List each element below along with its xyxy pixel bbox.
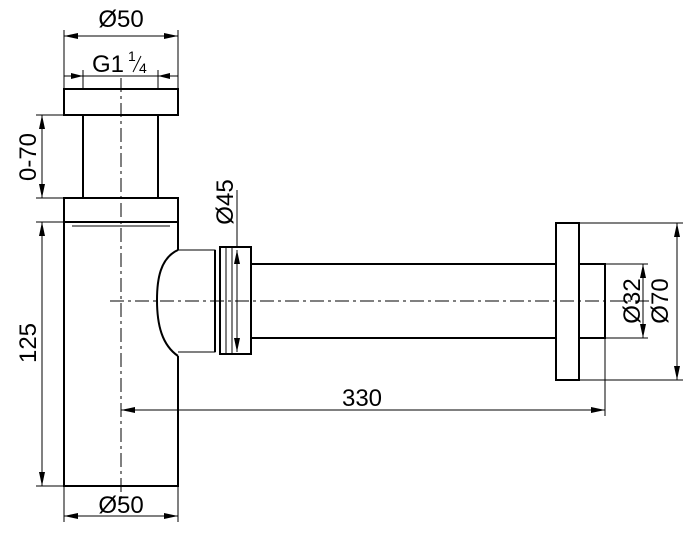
elbow-outlet: [155, 249, 179, 357]
body-height-label: 125: [15, 323, 42, 363]
dim-body-height: 125: [15, 221, 64, 487]
height-range-label: 0-70: [15, 133, 42, 181]
trap-outline: [63, 88, 606, 487]
dim-pipe-length: 330: [121, 338, 606, 416]
dim-flange-diameter: Ø70: [579, 222, 683, 381]
dim-bottom-diameter: Ø50: [63, 486, 179, 522]
dim-wall-pipe-diameter: Ø32: [605, 263, 648, 339]
dim-top-diameter: Ø50: [63, 6, 179, 89]
thread-fraction-bar: [132, 55, 142, 73]
thread-fraction-numerator: 1: [128, 48, 136, 64]
thread-fraction-denominator: 4: [139, 60, 147, 76]
wall-pipe-diameter-label: Ø32: [619, 278, 646, 323]
inlet-diameter-label: Ø45: [212, 179, 239, 224]
dim-inlet-diameter: Ø45: [212, 179, 240, 354]
thread-label: G1: [92, 51, 124, 78]
pipe-length-label: 330: [342, 385, 382, 412]
dim-thread: G1 1 4: [64, 48, 178, 89]
flange-diameter-label: Ø70: [647, 278, 674, 323]
dim-height-range: 0-70: [15, 114, 64, 199]
bottom-diameter-label: Ø50: [98, 492, 143, 519]
top-diameter-label: Ø50: [98, 6, 143, 33]
center-lines: [110, 78, 650, 500]
